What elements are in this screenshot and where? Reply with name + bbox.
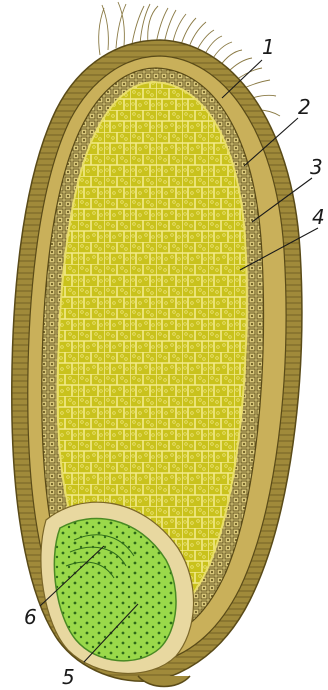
callout-4: 4 (312, 205, 325, 229)
callout-1: 1 (262, 35, 275, 59)
callout-2: 2 (298, 95, 311, 119)
grain-base (138, 676, 190, 687)
callout-3: 3 (310, 155, 323, 179)
callout-5: 5 (62, 665, 75, 689)
callout-6: 6 (24, 605, 37, 629)
